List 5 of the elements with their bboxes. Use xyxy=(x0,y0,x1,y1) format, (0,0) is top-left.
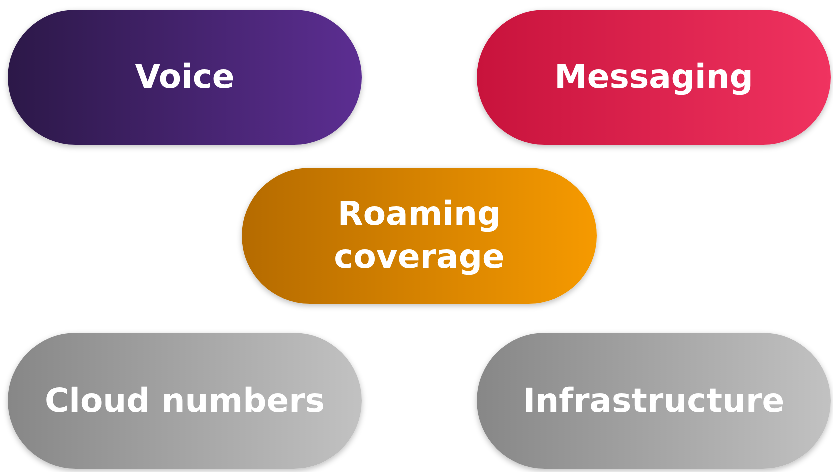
pill-label: Messaging xyxy=(554,56,754,98)
pill-label: Cloud numbers xyxy=(44,380,326,422)
pill-label: Infrastructure xyxy=(523,380,785,422)
pill-label: Voice xyxy=(135,56,235,98)
pill-label: Roaming coverage xyxy=(333,193,506,278)
